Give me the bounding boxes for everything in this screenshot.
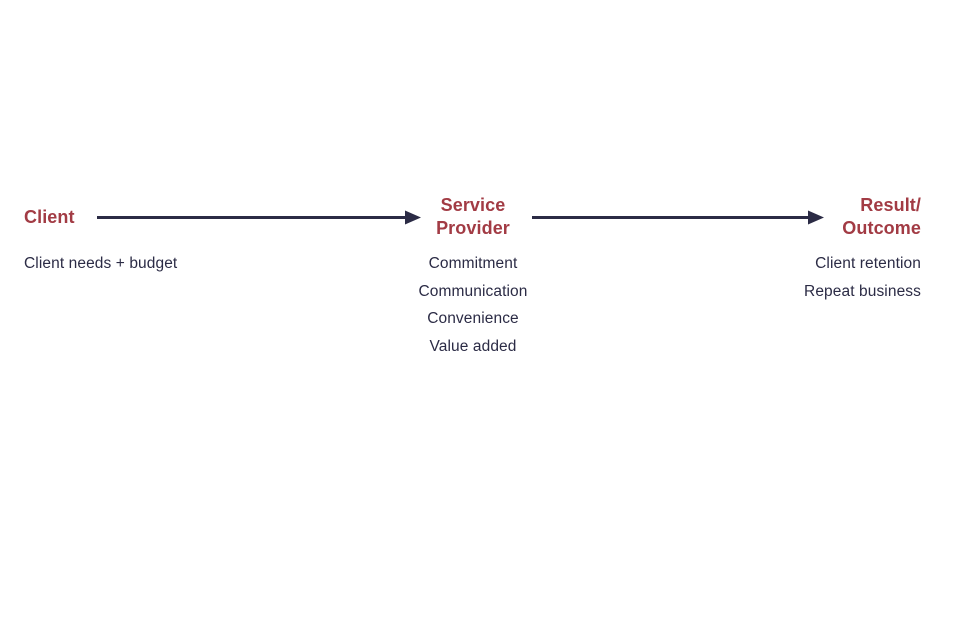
stage-item: Communication — [418, 282, 528, 300]
stage-heading-result-outcome: Result/Outcome — [842, 194, 921, 240]
stage-item: Convenience — [427, 310, 519, 328]
stage-items-service-provider: Commitment Communication Convenience Val… — [373, 250, 573, 360]
stage-heading-client-line: Client — [24, 207, 75, 227]
stage-heading-result-outcome-line-2: Outcome — [842, 218, 921, 238]
arrow-provider-to-result — [532, 210, 824, 225]
stage-item: Repeat business — [804, 282, 921, 300]
stage-heading-service-provider-line-2: Provider — [436, 218, 510, 238]
stage-heading-client: Client — [24, 206, 75, 229]
stage-item: Value added — [429, 337, 517, 355]
stage-items-client: Client needs + budget — [24, 250, 177, 278]
stage-items-result-outcome: Client retention Repeat business — [804, 250, 921, 305]
stage-heading-result-outcome-line-1: Result/ — [860, 195, 921, 215]
stage-item: Commitment — [428, 255, 518, 272]
stage-heading-service-provider-line-1: Service — [440, 195, 506, 215]
stage-item: Client needs + budget — [24, 255, 178, 272]
arrow-client-to-provider — [97, 210, 421, 225]
stage-item: Client retention — [815, 255, 921, 272]
